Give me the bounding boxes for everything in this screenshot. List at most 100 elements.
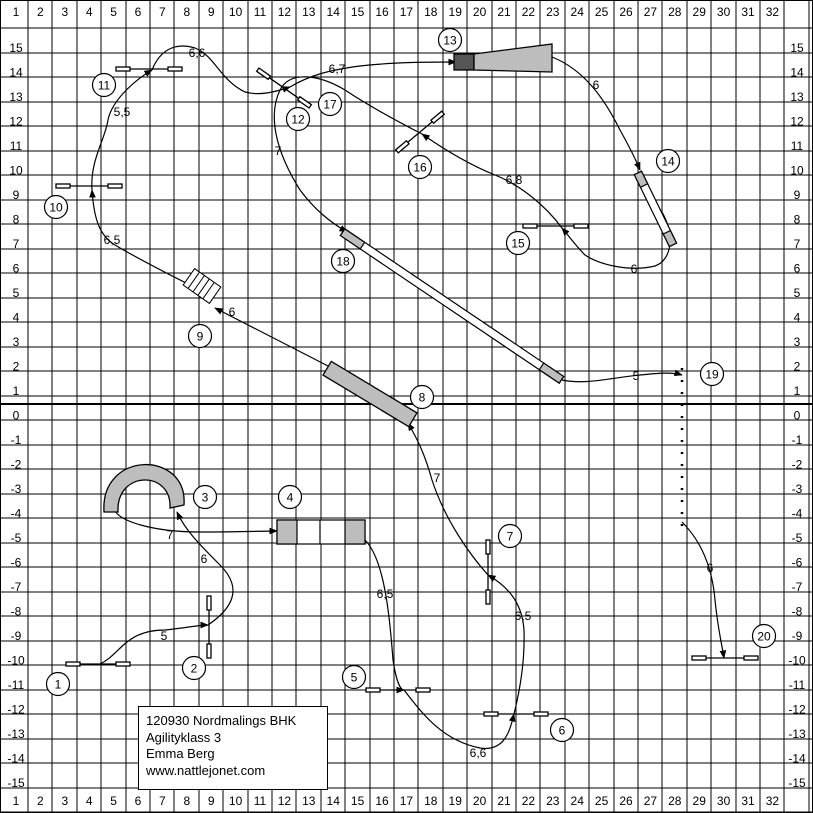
col-label: 18 xyxy=(424,5,438,19)
col-label: 17 xyxy=(400,5,414,19)
col-label: 5 xyxy=(110,5,117,19)
svg-text:3: 3 xyxy=(202,491,209,505)
row-label: -9 xyxy=(792,629,803,643)
svg-text:5: 5 xyxy=(351,671,358,685)
row-label: 6 xyxy=(794,262,801,276)
col-label: 3 xyxy=(61,794,68,808)
col-label: 17 xyxy=(400,794,414,808)
col-label: 4 xyxy=(86,794,93,808)
row-label: 11 xyxy=(10,139,23,153)
svg-text:12: 12 xyxy=(291,113,305,127)
row-label: 10 xyxy=(790,164,804,178)
obstacle-number-11: 11 xyxy=(91,72,117,98)
col-label: 24 xyxy=(571,794,585,808)
jump-20 xyxy=(691,655,759,661)
info-line-4: www.nattlejonet.com xyxy=(146,762,266,778)
distance-label: 7 xyxy=(275,144,282,158)
jump-1 xyxy=(65,661,131,667)
obstacle-number-15: 15 xyxy=(505,230,531,256)
row-label: -10 xyxy=(7,654,25,668)
row-label: -15 xyxy=(7,776,25,790)
col-label: 11 xyxy=(254,5,267,19)
row-label: 8 xyxy=(794,213,801,227)
col-label: 21 xyxy=(497,794,511,808)
col-label: 32 xyxy=(766,5,780,19)
distance-label: 6,8 xyxy=(506,173,523,187)
row-label: -2 xyxy=(11,458,22,472)
jump-7 xyxy=(485,539,491,605)
distance-label: 6,5 xyxy=(515,609,532,623)
obstacle-number-8: 8 xyxy=(409,384,435,410)
col-label: 7 xyxy=(159,5,166,19)
svg-text:14: 14 xyxy=(661,155,675,169)
svg-text:8: 8 xyxy=(419,391,426,405)
col-label: 30 xyxy=(717,794,731,808)
col-label: 9 xyxy=(208,794,215,808)
row-label: -7 xyxy=(11,580,22,594)
obstacle-number-2: 2 xyxy=(181,655,207,681)
seesaw-14 xyxy=(633,170,678,248)
row-label: 9 xyxy=(794,188,801,202)
svg-text:1: 1 xyxy=(55,678,62,692)
row-label: 7 xyxy=(794,237,801,251)
row-label: -2 xyxy=(792,458,803,472)
obstacle-number-20: 20 xyxy=(751,623,777,649)
info-line-3: Emma Berg xyxy=(146,746,215,761)
col-label: 28 xyxy=(668,794,682,808)
col-label: 5 xyxy=(110,794,117,808)
col-label: 25 xyxy=(595,794,609,808)
col-label: 15 xyxy=(351,794,365,808)
svg-text:13: 13 xyxy=(443,34,457,48)
row-label: 6 xyxy=(13,262,20,276)
jumps xyxy=(55,66,759,717)
col-label: 31 xyxy=(741,794,755,808)
row-label: 14 xyxy=(9,66,23,80)
course-path xyxy=(89,45,727,750)
col-label: 23 xyxy=(546,5,560,19)
row-label: -10 xyxy=(788,654,806,668)
svg-text:18: 18 xyxy=(336,255,350,269)
col-label: 2 xyxy=(37,794,44,808)
row-label: -5 xyxy=(11,531,22,545)
row-label: -15 xyxy=(788,776,806,790)
tunnel-8 xyxy=(322,360,418,428)
col-label: 8 xyxy=(183,5,190,19)
col-label: 13 xyxy=(302,5,316,19)
distance-label: 7 xyxy=(167,528,174,542)
row-label: 0 xyxy=(13,409,20,423)
row-label: 5 xyxy=(13,286,20,300)
axis-labels: 1122334455667788991010111112121313141415… xyxy=(7,5,806,808)
row-label: -11 xyxy=(789,678,806,692)
obstacle-number-6: 6 xyxy=(549,717,575,743)
distance-label: 6,6 xyxy=(189,46,206,60)
col-label: 20 xyxy=(473,794,487,808)
col-label: 16 xyxy=(375,5,389,19)
col-label: 23 xyxy=(546,794,560,808)
obstacle-number-17: 17 xyxy=(317,91,343,117)
row-label: -6 xyxy=(11,556,22,570)
row-label: -14 xyxy=(7,752,25,766)
col-label: 16 xyxy=(375,794,389,808)
distance-label: 5 xyxy=(161,629,168,643)
row-label: 11 xyxy=(791,139,804,153)
distance-label: 5 xyxy=(633,369,640,383)
distance-label: 5,5 xyxy=(114,105,131,119)
col-label: 9 xyxy=(208,5,215,19)
jump-12-17 xyxy=(255,67,313,109)
jump-6 xyxy=(483,711,549,717)
obstacle-number-19: 19 xyxy=(699,361,725,387)
col-label: 32 xyxy=(766,794,780,808)
col-label: 22 xyxy=(522,794,536,808)
col-label: 3 xyxy=(61,5,68,19)
info-line-1: 120930 Nordmalings BHK xyxy=(146,713,297,728)
row-label: -12 xyxy=(7,703,25,717)
col-label: 19 xyxy=(449,5,463,19)
col-label: 10 xyxy=(229,5,243,19)
svg-text:17: 17 xyxy=(323,98,337,112)
jump-15 xyxy=(522,223,589,229)
row-label: 13 xyxy=(790,90,804,104)
distance-label: 6,6 xyxy=(470,746,487,760)
